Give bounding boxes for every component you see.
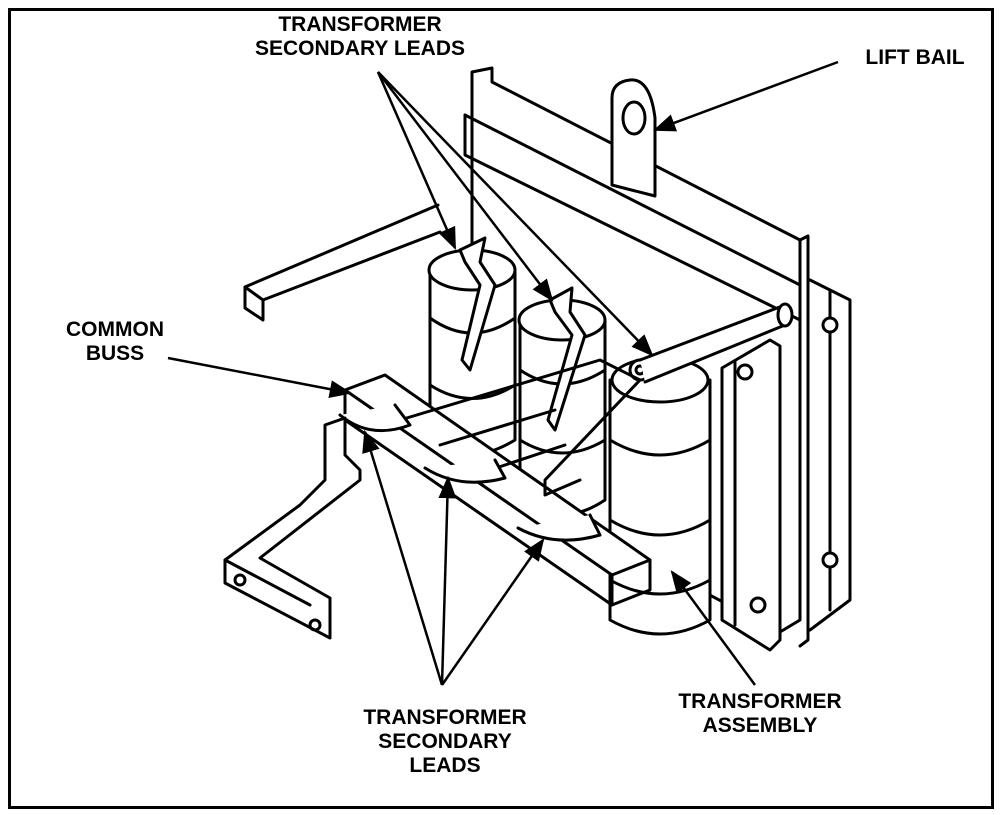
tie-rod bbox=[638, 302, 794, 384]
label-transformer-secondary-leads-top: TRANSFORMER SECONDARY LEADS bbox=[254, 13, 466, 60]
transformer-core-2 bbox=[517, 286, 607, 517]
leader-secondary-bottom-1 bbox=[362, 429, 444, 686]
leader-secondary-top-1 bbox=[376, 71, 457, 251]
lift-bail bbox=[610, 78, 657, 198]
leader-assembly bbox=[670, 570, 757, 686]
leader-arrows bbox=[167, 60, 839, 686]
leader-secondary-bottom-2 bbox=[438, 475, 457, 686]
leader-secondary-top-2 bbox=[377, 71, 554, 302]
label-transformer-secondary-leads-bottom: TRANSFORMER SECONDARY LEADS bbox=[363, 706, 527, 777]
leader-secondary-bottom-3 bbox=[440, 538, 545, 686]
label-lift-bail: LIFT BAIL bbox=[865, 46, 965, 69]
leader-lift-bail bbox=[652, 60, 839, 132]
figure-frame bbox=[8, 8, 994, 809]
clamp-plate bbox=[720, 316, 839, 652]
label-transformer-assembly: TRANSFORMER ASSEMBLY bbox=[678, 690, 842, 737]
label-common-buss: COMMON BUSS bbox=[66, 318, 164, 365]
transformer-core-3 bbox=[608, 356, 712, 636]
leader-common-buss bbox=[167, 356, 353, 399]
terminal-bracket bbox=[223, 416, 362, 640]
leader-secondary-top-3 bbox=[377, 71, 654, 357]
mounting-arm bbox=[243, 203, 442, 322]
